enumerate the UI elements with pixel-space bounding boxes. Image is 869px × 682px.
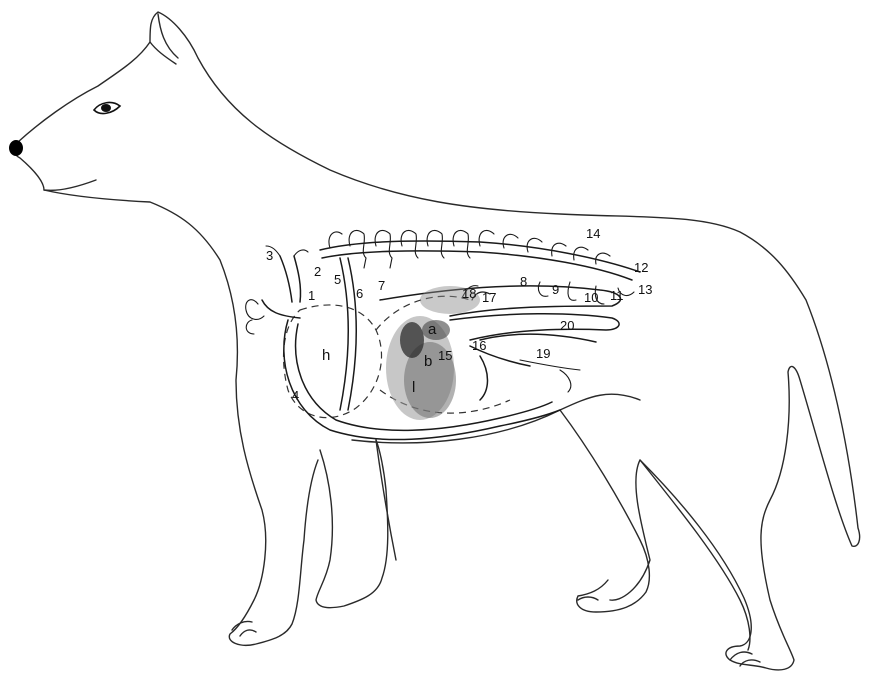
label-19: 19: [536, 346, 550, 361]
label-14: 14: [586, 226, 600, 241]
label-h: h: [322, 347, 330, 364]
label-8: 8: [520, 274, 527, 289]
label-9: 9: [552, 282, 559, 297]
label-4: 4: [292, 388, 299, 403]
label-11: 11: [610, 288, 624, 303]
label-2: 2: [314, 264, 321, 279]
label-16: 16: [472, 338, 486, 353]
label-7: 7: [378, 278, 385, 293]
label-6: 6: [356, 286, 363, 301]
label-12: 12: [634, 260, 648, 275]
label-5: 5: [334, 272, 341, 287]
label-20: 20: [560, 318, 574, 333]
label-a: a: [428, 321, 437, 338]
label-b: b: [424, 353, 432, 370]
nose-icon: [9, 140, 23, 156]
liver-stipple: [386, 286, 480, 420]
label-13: 13: [638, 282, 652, 297]
label-17: 17: [482, 290, 496, 305]
label-3: 3: [266, 248, 273, 263]
label-1: 1: [308, 288, 315, 303]
label-18: 18: [462, 286, 476, 301]
eye-icon: [94, 103, 120, 114]
label-l: l: [412, 379, 415, 396]
label-10: 10: [584, 290, 598, 305]
label-15: 15: [438, 348, 452, 363]
